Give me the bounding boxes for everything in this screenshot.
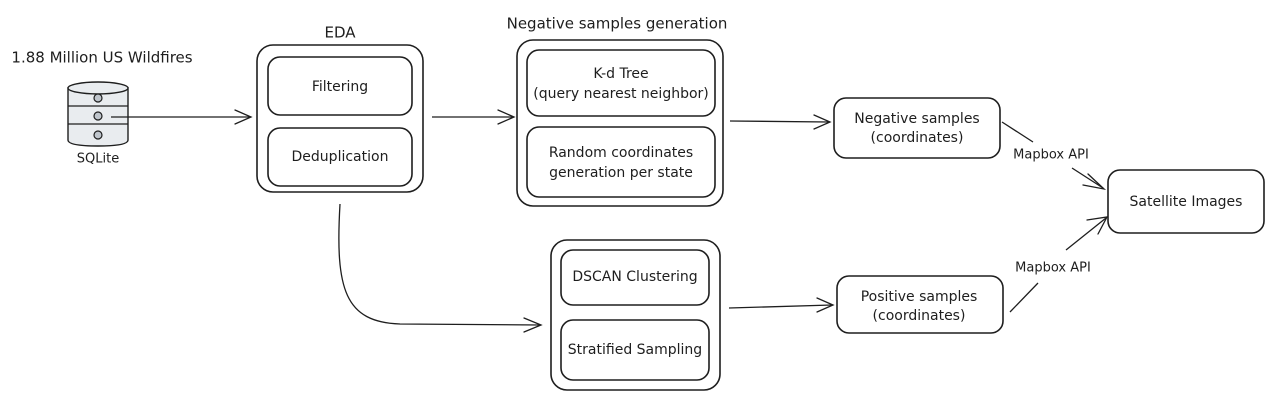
arrow-eda-to-negative-generation <box>432 109 516 125</box>
arrow-db-to-eda <box>111 109 253 125</box>
source-group: 1.88 Million US Wildfires SQLite <box>11 49 192 167</box>
mapbox-api-label-positive: Mapbox API <box>1015 261 1091 276</box>
eda-group: EDA Filtering Deduplication <box>256 24 424 193</box>
negative-samples-box <box>833 97 1001 159</box>
negative-samples-label: Negative samples <box>854 111 979 127</box>
arrow-positive-to-satellite <box>1009 216 1109 313</box>
dscan-box <box>560 249 710 306</box>
negative-generation-title: Negative samples generation <box>507 15 728 33</box>
satellite-images-box <box>1107 169 1265 234</box>
source-title: 1.88 Million US Wildfires <box>11 49 192 67</box>
database-icon <box>67 81 129 147</box>
random-coordinates-box <box>526 126 716 198</box>
stratified-sampling-label: Stratified Sampling <box>568 342 702 358</box>
random-coordinates-sublabel: generation per state <box>549 165 693 181</box>
positive-samples-box <box>836 275 1004 334</box>
arrow-to-positive-samples <box>728 297 835 313</box>
deduplication-box <box>267 127 413 187</box>
satellite-node: Satellite Images <box>1107 169 1265 234</box>
negative-samples-sublabel: (coordinates) <box>871 130 964 146</box>
filtering-box <box>267 56 413 116</box>
arrow-eda-to-positive-generation <box>338 203 543 333</box>
kd-tree-box <box>526 49 716 117</box>
filtering-label: Filtering <box>312 79 368 95</box>
satellite-images-label: Satellite Images <box>1130 194 1243 210</box>
positive-generation-group: DSCAN Clustering Stratified Sampling <box>550 239 721 391</box>
positive-samples-sublabel: (coordinates) <box>873 308 966 324</box>
negative-samples-node: Negative samples (coordinates) <box>833 97 1001 159</box>
deduplication-label: Deduplication <box>292 149 389 165</box>
eda-title: EDA <box>324 24 356 42</box>
dscan-label: DSCAN Clustering <box>572 269 697 285</box>
kd-tree-label: K-d Tree <box>593 66 648 82</box>
mapbox-api-label-negative: Mapbox API <box>1013 148 1089 163</box>
arrow-to-negative-samples <box>729 114 832 130</box>
positive-samples-node: Positive samples (coordinates) <box>836 275 1004 334</box>
arrow-negative-to-satellite <box>1001 121 1107 191</box>
positive-samples-label: Positive samples <box>861 289 978 305</box>
negative-generation-group: Negative samples generation K-d Tree (qu… <box>507 15 728 207</box>
kd-tree-sublabel: (query nearest neighbor) <box>533 86 709 102</box>
random-coordinates-label: Random coordinates <box>549 145 693 161</box>
database-label: SQLite <box>77 152 119 167</box>
stratified-sampling-box <box>560 319 710 381</box>
